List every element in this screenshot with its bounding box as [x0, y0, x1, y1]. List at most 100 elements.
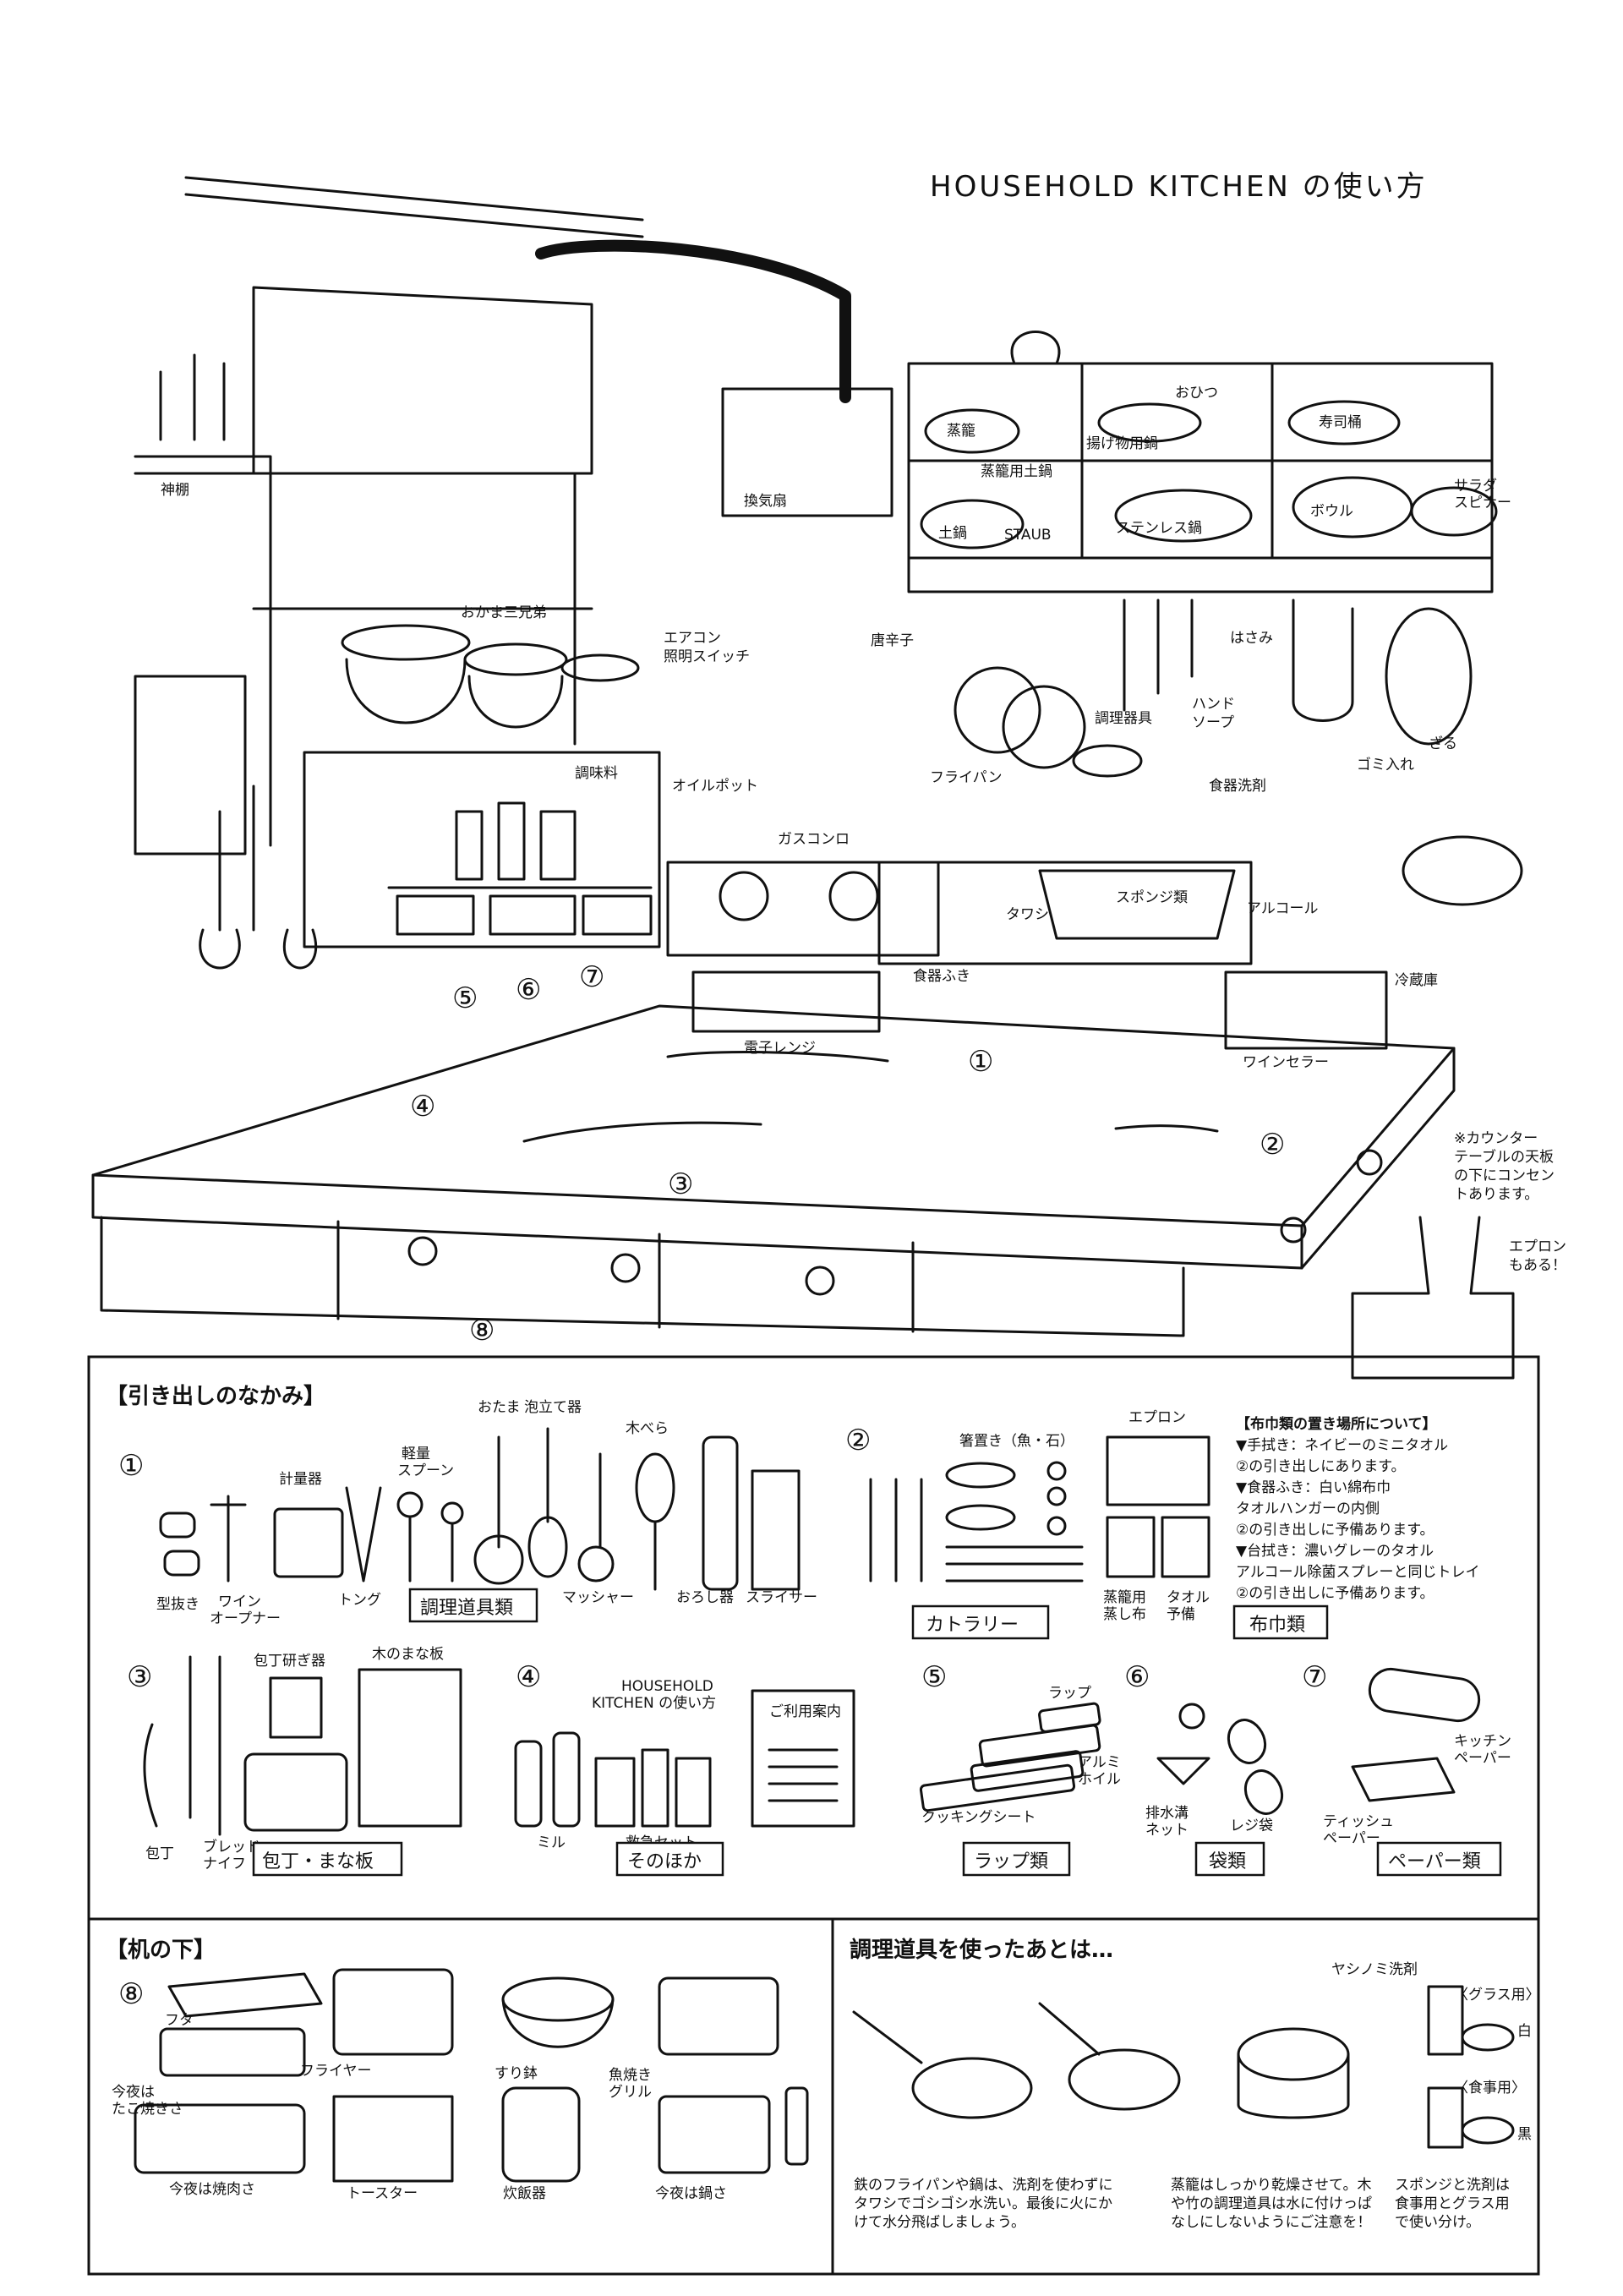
- item-haisuikou-1: 排水溝: [1145, 1805, 1189, 1822]
- drawer-7-number: ⑦: [1302, 1660, 1327, 1694]
- label-ohitsu: おひつ: [1175, 385, 1218, 402]
- counter-drawer-7: ⑦: [579, 960, 604, 994]
- drawer-2-number: ②: [845, 1424, 871, 1457]
- cloth-note-line-3: タオルハンガーの内側: [1236, 1501, 1380, 1517]
- item-mushinuno-1: 蒸籠用: [1103, 1588, 1146, 1606]
- cloth-note-line-1: ②の引き出しにあります。: [1236, 1458, 1406, 1475]
- drawer-3-number: ③: [127, 1660, 152, 1694]
- label-staub: STAUB: [1004, 527, 1052, 544]
- label-choriki: 調理器具: [1095, 710, 1152, 727]
- drawer-3-items: [143, 1655, 462, 1836]
- item-keiryoki: 計量器: [279, 1471, 322, 1488]
- label-reizoko: 冷蔵庫: [1395, 972, 1438, 989]
- counter-drawer-8: ⑧: [469, 1314, 495, 1348]
- item-mushinuno-2: 蒸し布: [1103, 1606, 1146, 1623]
- item-towel-1: タオル: [1167, 1589, 1210, 1606]
- counter-drawer-1: ①: [968, 1045, 993, 1079]
- item-futa: フタ: [165, 2012, 194, 2029]
- tag-choriki: 調理道具類: [420, 1598, 513, 1619]
- label-bowl: ボウル: [1310, 503, 1353, 520]
- tag-hocho-frame: [252, 1841, 403, 1877]
- item-takoyaki-1: 今夜は: [112, 2084, 155, 2101]
- item-foil-1: アルミ: [1078, 1754, 1121, 1771]
- tag-paper-frame: [1376, 1841, 1502, 1877]
- cloth-note-title: 【布巾類の置き場所について】: [1236, 1415, 1437, 1433]
- label-sponge: スポンジ類: [1116, 889, 1188, 906]
- counter-drawer-4: ④: [410, 1090, 435, 1123]
- after-text3-line3: で使い分け。: [1395, 2213, 1480, 2231]
- item-mill: ミル: [537, 1834, 566, 1851]
- drawer-6-number: ⑥: [1124, 1660, 1150, 1694]
- label-mushiki-donabe: 蒸籠用土鍋: [981, 462, 1052, 480]
- item-foil-2: ホイル: [1078, 1771, 1121, 1788]
- counter-note-4: トあります。: [1454, 1186, 1538, 1203]
- label-gas: ガスコンロ: [778, 831, 850, 848]
- item-hashioki: 箸置き（魚・石）: [959, 1433, 1074, 1450]
- item-grill-1: 魚焼き: [609, 2067, 652, 2084]
- item-wine-2: オープナー: [210, 1610, 281, 1627]
- label-chomiryo: 調味料: [575, 765, 618, 782]
- item-grill-2: グリル: [609, 2084, 652, 2101]
- label-okama: おかま三兄弟: [461, 604, 547, 621]
- item-cooking-sheet: クッキングシート: [921, 1809, 1036, 1826]
- cloth-note-line-4: ②の引き出しに予備あります。: [1236, 1522, 1434, 1539]
- item-kitchen-paper-1: キッチン: [1454, 1733, 1511, 1750]
- after-use-heading: 調理道具を使ったあとは…: [850, 1937, 1113, 1963]
- label-soap: ソープ: [1192, 714, 1234, 731]
- label-oil-pot: オイルポット: [672, 778, 758, 795]
- tag-wrap: ラップ類: [974, 1851, 1048, 1872]
- label-togarashi: 唐辛子: [871, 631, 914, 649]
- label-kamidana: 神棚: [161, 482, 189, 499]
- drawer-1-number: ①: [118, 1449, 144, 1483]
- counter-note-3: の下にコンセン: [1454, 1167, 1555, 1184]
- counter-drawer-6: ⑥: [516, 973, 541, 1007]
- item-bread-2: ナイフ: [203, 1856, 246, 1872]
- drawer-4-number: ④: [516, 1660, 541, 1694]
- item-toaster: トースター: [347, 2185, 418, 2202]
- label-stainless: ステンレス鍋: [1116, 520, 1202, 537]
- label-wine: ワインセラー: [1243, 1054, 1329, 1071]
- label-frypan: フライパン: [930, 769, 1003, 786]
- item-yakiniku: 今夜は焼肉さ: [169, 2181, 255, 2198]
- kitchen-scene: [91, 176, 1523, 1380]
- item-katanuki: 型抜き: [156, 1596, 199, 1613]
- item-nabe: 今夜は鍋さ: [655, 2185, 727, 2202]
- tag-wrap-frame: [962, 1841, 1071, 1877]
- tag-bag-frame: [1194, 1841, 1265, 1877]
- glass-label: 〈グラス用〉: [1454, 1987, 1540, 2004]
- item-tong: トング: [338, 1592, 381, 1609]
- label-aircon: エアコン: [664, 630, 721, 647]
- counter-note-2: テーブルの天板: [1454, 1148, 1554, 1166]
- item-kibera: 木べら: [626, 1420, 669, 1437]
- glass-white: 白: [1517, 2023, 1532, 2040]
- cloth-note-line-5: ▼台拭き：濃いグレーのタオル: [1236, 1543, 1434, 1560]
- cloth-note-line-7: ②の引き出しに予備あります。: [1236, 1585, 1434, 1602]
- drawer-7-items: [1351, 1667, 1481, 1802]
- label-salad: サラダ: [1454, 478, 1497, 495]
- item-booklet-1: HOUSEHOLD: [621, 1678, 713, 1695]
- after-text3-line2: 食事用とグラス用: [1395, 2195, 1510, 2212]
- counter-note-1: ※カウンター: [1454, 1130, 1538, 1147]
- after-text1-line1: 鉄のフライパンや鍋は、洗剤を使わずに: [854, 2176, 1113, 2194]
- item-fryer: フライヤー: [300, 2063, 372, 2080]
- item-suihanki: 炊飯器: [503, 2185, 546, 2202]
- after-text3-line1: スポンジと洗剤は: [1395, 2177, 1510, 2194]
- item-bread-1: ブレッド: [203, 1838, 260, 1856]
- tag-sonohoka: そのほか: [627, 1851, 702, 1872]
- drawer-2-items: [869, 1435, 1210, 1583]
- item-kitchen-paper-2: ペーパー: [1454, 1750, 1511, 1767]
- drawer-4-items: [514, 1689, 855, 1828]
- label-spinner: スピナー: [1454, 495, 1511, 511]
- tag-bag: 袋類: [1209, 1851, 1246, 1872]
- dish-black: 黒: [1517, 2126, 1532, 2143]
- label-hand: ハンド: [1192, 696, 1235, 713]
- drawer-5-number: ⑤: [921, 1660, 947, 1694]
- item-manaita: 木のまな板: [372, 1646, 444, 1663]
- item-awatateki: 泡立て器: [524, 1399, 582, 1416]
- drawer-1-items: [159, 1427, 801, 1591]
- under-desk-items: [134, 1968, 809, 2183]
- counter-drawer-5: ⑤: [452, 981, 478, 1015]
- item-masher: マッシャー: [562, 1589, 634, 1606]
- tag-cloth-frame: [1232, 1604, 1329, 1640]
- under-desk-heading: 【机の下】: [106, 1938, 216, 1963]
